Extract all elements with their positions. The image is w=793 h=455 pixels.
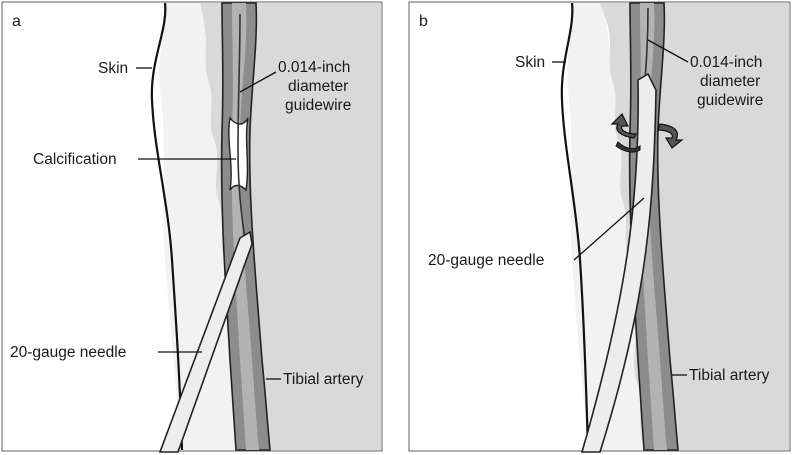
panel-b-rotation-arrow-left-icon: [610, 112, 637, 139]
panel-b: b Skin 0.014-inch diameter guidewire 20-…: [408, 1, 791, 453]
panel-a-letter: a: [12, 13, 21, 30]
panel-b-needle: [580, 72, 657, 453]
panel-a-guidewire: [237, 13, 247, 247]
panel-a-guidewire-label-1: 0.014-inch: [278, 59, 350, 76]
panel-a-subcutaneous: [159, 3, 240, 450]
panel-b-guidewire-label-2: diameter: [700, 73, 760, 90]
panel-b-needle-leader: [573, 197, 645, 261]
panel-a-needle: [158, 230, 253, 453]
panel-a-artery-label: Tibial artery: [283, 371, 364, 388]
panel-b-rotation-arrow-right-icon: [657, 123, 684, 149]
panel-a-guidewire-leader: [239, 71, 277, 93]
panel-a-guidewire-label-2: diameter: [288, 78, 348, 95]
panel-b-skin-label: Skin: [515, 54, 545, 71]
panel-a-skin-line: [150, 2, 184, 451]
panel-a-guidewire-label-3: guidewire: [285, 97, 351, 114]
panel-b-guidewire-label-1: 0.014-inch: [690, 54, 762, 71]
panel-b-needle-label: 20-gauge needle: [428, 252, 544, 269]
panel-b-artery-label: Tibial artery: [689, 367, 770, 384]
panel-b-guidewire-leader: [647, 39, 689, 63]
panel-a-frame: [1, 1, 383, 452]
panel-b-letter: b: [419, 13, 428, 30]
panel-b-guidewire-label-3: guidewire: [697, 92, 763, 109]
panel-b-skin-line: [560, 2, 590, 451]
panel-a-needle-label: 20-gauge needle: [10, 344, 126, 361]
panel-a-skin-label: Skin: [98, 60, 128, 77]
panel-a-calcification-label: Calcification: [33, 151, 117, 168]
panel-a: a Skin 0.014-inch diameter guidewire Cal…: [1, 1, 383, 453]
panel-b-rotation-arrow-bottom-icon: [615, 141, 641, 153]
